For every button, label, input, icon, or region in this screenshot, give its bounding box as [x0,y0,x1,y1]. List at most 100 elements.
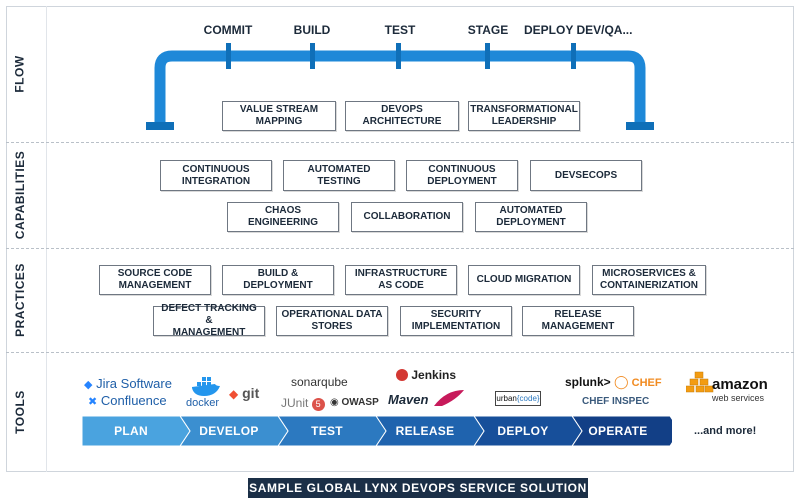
label-column-separator [46,6,47,472]
docker-whale-icon [192,377,220,396]
practice-bd-line1: BUILD & [257,268,299,279]
practice-build-deployment: BUILD &DEPLOYMENT [222,265,334,295]
junit-logo: JUnit 5 [281,396,325,411]
owasp-logo-text: OWASP [341,397,379,408]
confluence-logo-text: Confluence [100,393,167,408]
git-logo-text: git [242,385,260,401]
tools-label: TOOLS [13,390,27,434]
capability-ci-line1: CONTINUOUS [182,163,250,175]
flow-pipe [146,43,654,130]
capability-at-line2: TESTING [317,175,361,187]
jira-logo-text: Jira Software [96,376,172,391]
chef-logo: ◯ CHEF [614,374,662,390]
practice-si-line1: SECURITY [430,309,482,320]
flow-box-transformational-leadership-line2: LEADERSHIP [491,116,557,127]
capabilities-label: CAPABILITIES [13,150,28,240]
pipeline-stage-plan: PLAN [114,424,148,438]
practice-cloud-migration-text: CLOUD MIGRATION [476,274,572,285]
section-label-practices: PRACTICES [0,248,40,352]
amazon-logo-text: amazon [712,376,768,393]
practices-label: PRACTICES [13,263,27,337]
capability-cd-line1: CONTINUOUS [428,163,496,175]
capability-cd-line2: DEPLOYMENT [427,175,497,187]
junit-logo-text: JUnit [281,396,309,410]
capability-ad-line2: DEPLOYMENT [496,217,566,228]
pipeline-stage-release: RELEASE [395,424,455,438]
owasp-icon: ◉ [330,397,339,408]
chef-inspec-logo: CHEF INSPEC [582,396,650,407]
diagram-frame [6,6,794,472]
divider-flow-capabilities [6,142,794,143]
practice-dt-line1: DEFECT TRACKING & [161,303,257,326]
flow-box-devops-architecture-line2: ARCHITECTURE [362,116,442,127]
divider-practices-tools [6,352,794,353]
flow-box-value-stream-line1: VALUE STREAM [239,104,319,115]
capability-ci-line2: INTEGRATION [181,175,251,187]
divider-capabilities-practices [6,248,794,249]
capability-ad-line1: AUTOMATED [499,205,563,216]
maven-feather-icon [434,390,464,406]
maven-logo: Maven [388,392,429,407]
aws-webservices-text: web services [712,393,765,403]
capability-chaos-text: CHAOS ENGINEERING [247,205,318,228]
practice-cloud-migration: CLOUD MIGRATION [468,265,580,295]
sonarqube-logo: sonarqube [291,375,348,389]
jenkins-icon [396,369,408,381]
practice-rm-line2: MANAGEMENT [541,321,615,332]
pipeline-stage-operate: OPERATE [588,424,648,438]
footer-banner: SAMPLE GLOBAL LYNX DEVOPS SERVICE SOLUTI… [248,478,588,498]
chef-icon: ◯ [614,374,629,389]
flow-stage-test: TEST [384,23,416,37]
urbancode-logo-text-a: urban [496,394,517,403]
confluence-logo: ✖ Confluence [88,393,167,408]
practice-iac-line1: INFRASTRUCTURE [354,268,448,279]
practice-defect-tracking: DEFECT TRACKING &MANAGEMENT [153,303,265,338]
practice-scm-line1: SOURCE CODE [117,268,193,279]
jira-logo: ◆ Jira Software [84,376,172,391]
practice-ms-line1: MICROSERVICES & [602,268,696,279]
flow-box-devops-architecture-line1: DEVOPS [381,104,423,115]
practice-ms-line2: CONTAINERIZATION [600,280,698,291]
capability-at-line1: AUTOMATED [307,163,371,175]
practice-si-line2: IMPLEMENTATION [411,321,501,332]
capability-collaboration: COLLABORATION [351,202,463,232]
practice-iac-line2: AS CODE [378,280,424,291]
flow-box-value-stream-line2: MAPPING [255,116,303,127]
urbancode-logo: urban{code} [495,391,541,406]
jira-icon: ◆ [84,379,93,391]
pipeline-stage-bar: PLAN DEVELOP TEST RELEASE DEPLOY OPERATE [82,416,672,446]
flow-stage-stage: STAGE [467,23,509,37]
practice-microservices: MICROSERVICES &CONTAINERIZATION [592,265,706,295]
capability-devsecops-text: DEVSECOPS [554,169,618,181]
git-icon: ◆ [229,387,239,401]
practice-rm-line1: RELEASE [554,309,602,320]
jenkins-logo: Jenkins [396,368,456,382]
docker-logo-text: docker [186,397,220,409]
flow-stage-deploy: DEPLOY DEV/QA... [524,23,633,37]
pipeline-stage-test: TEST [311,424,343,438]
practice-dt-line2: MANAGEMENT [172,327,246,338]
practice-scm-line2: MANAGEMENT [118,280,192,291]
pipeline-stage-arrows [82,416,672,446]
confluence-icon: ✖ [88,396,98,408]
aws-boxes-icon [686,371,714,393]
flow-box-transformational-leadership-line1: TRANSFORMATIONAL [470,104,578,115]
practice-ods-line2: STORES [311,321,353,332]
owasp-logo: ◉ OWASP [330,397,379,408]
pipeline-stage-develop: DEVELOP [199,424,259,438]
git-logo: ◆ git [229,385,259,401]
capability-chaos-engineering: CHAOS ENGINEERING [227,202,339,232]
flow-stage-commit: COMMIT [203,23,253,37]
capability-collaboration-text: COLLABORATION [363,211,451,222]
splunk-logo: splunk> [565,375,611,389]
